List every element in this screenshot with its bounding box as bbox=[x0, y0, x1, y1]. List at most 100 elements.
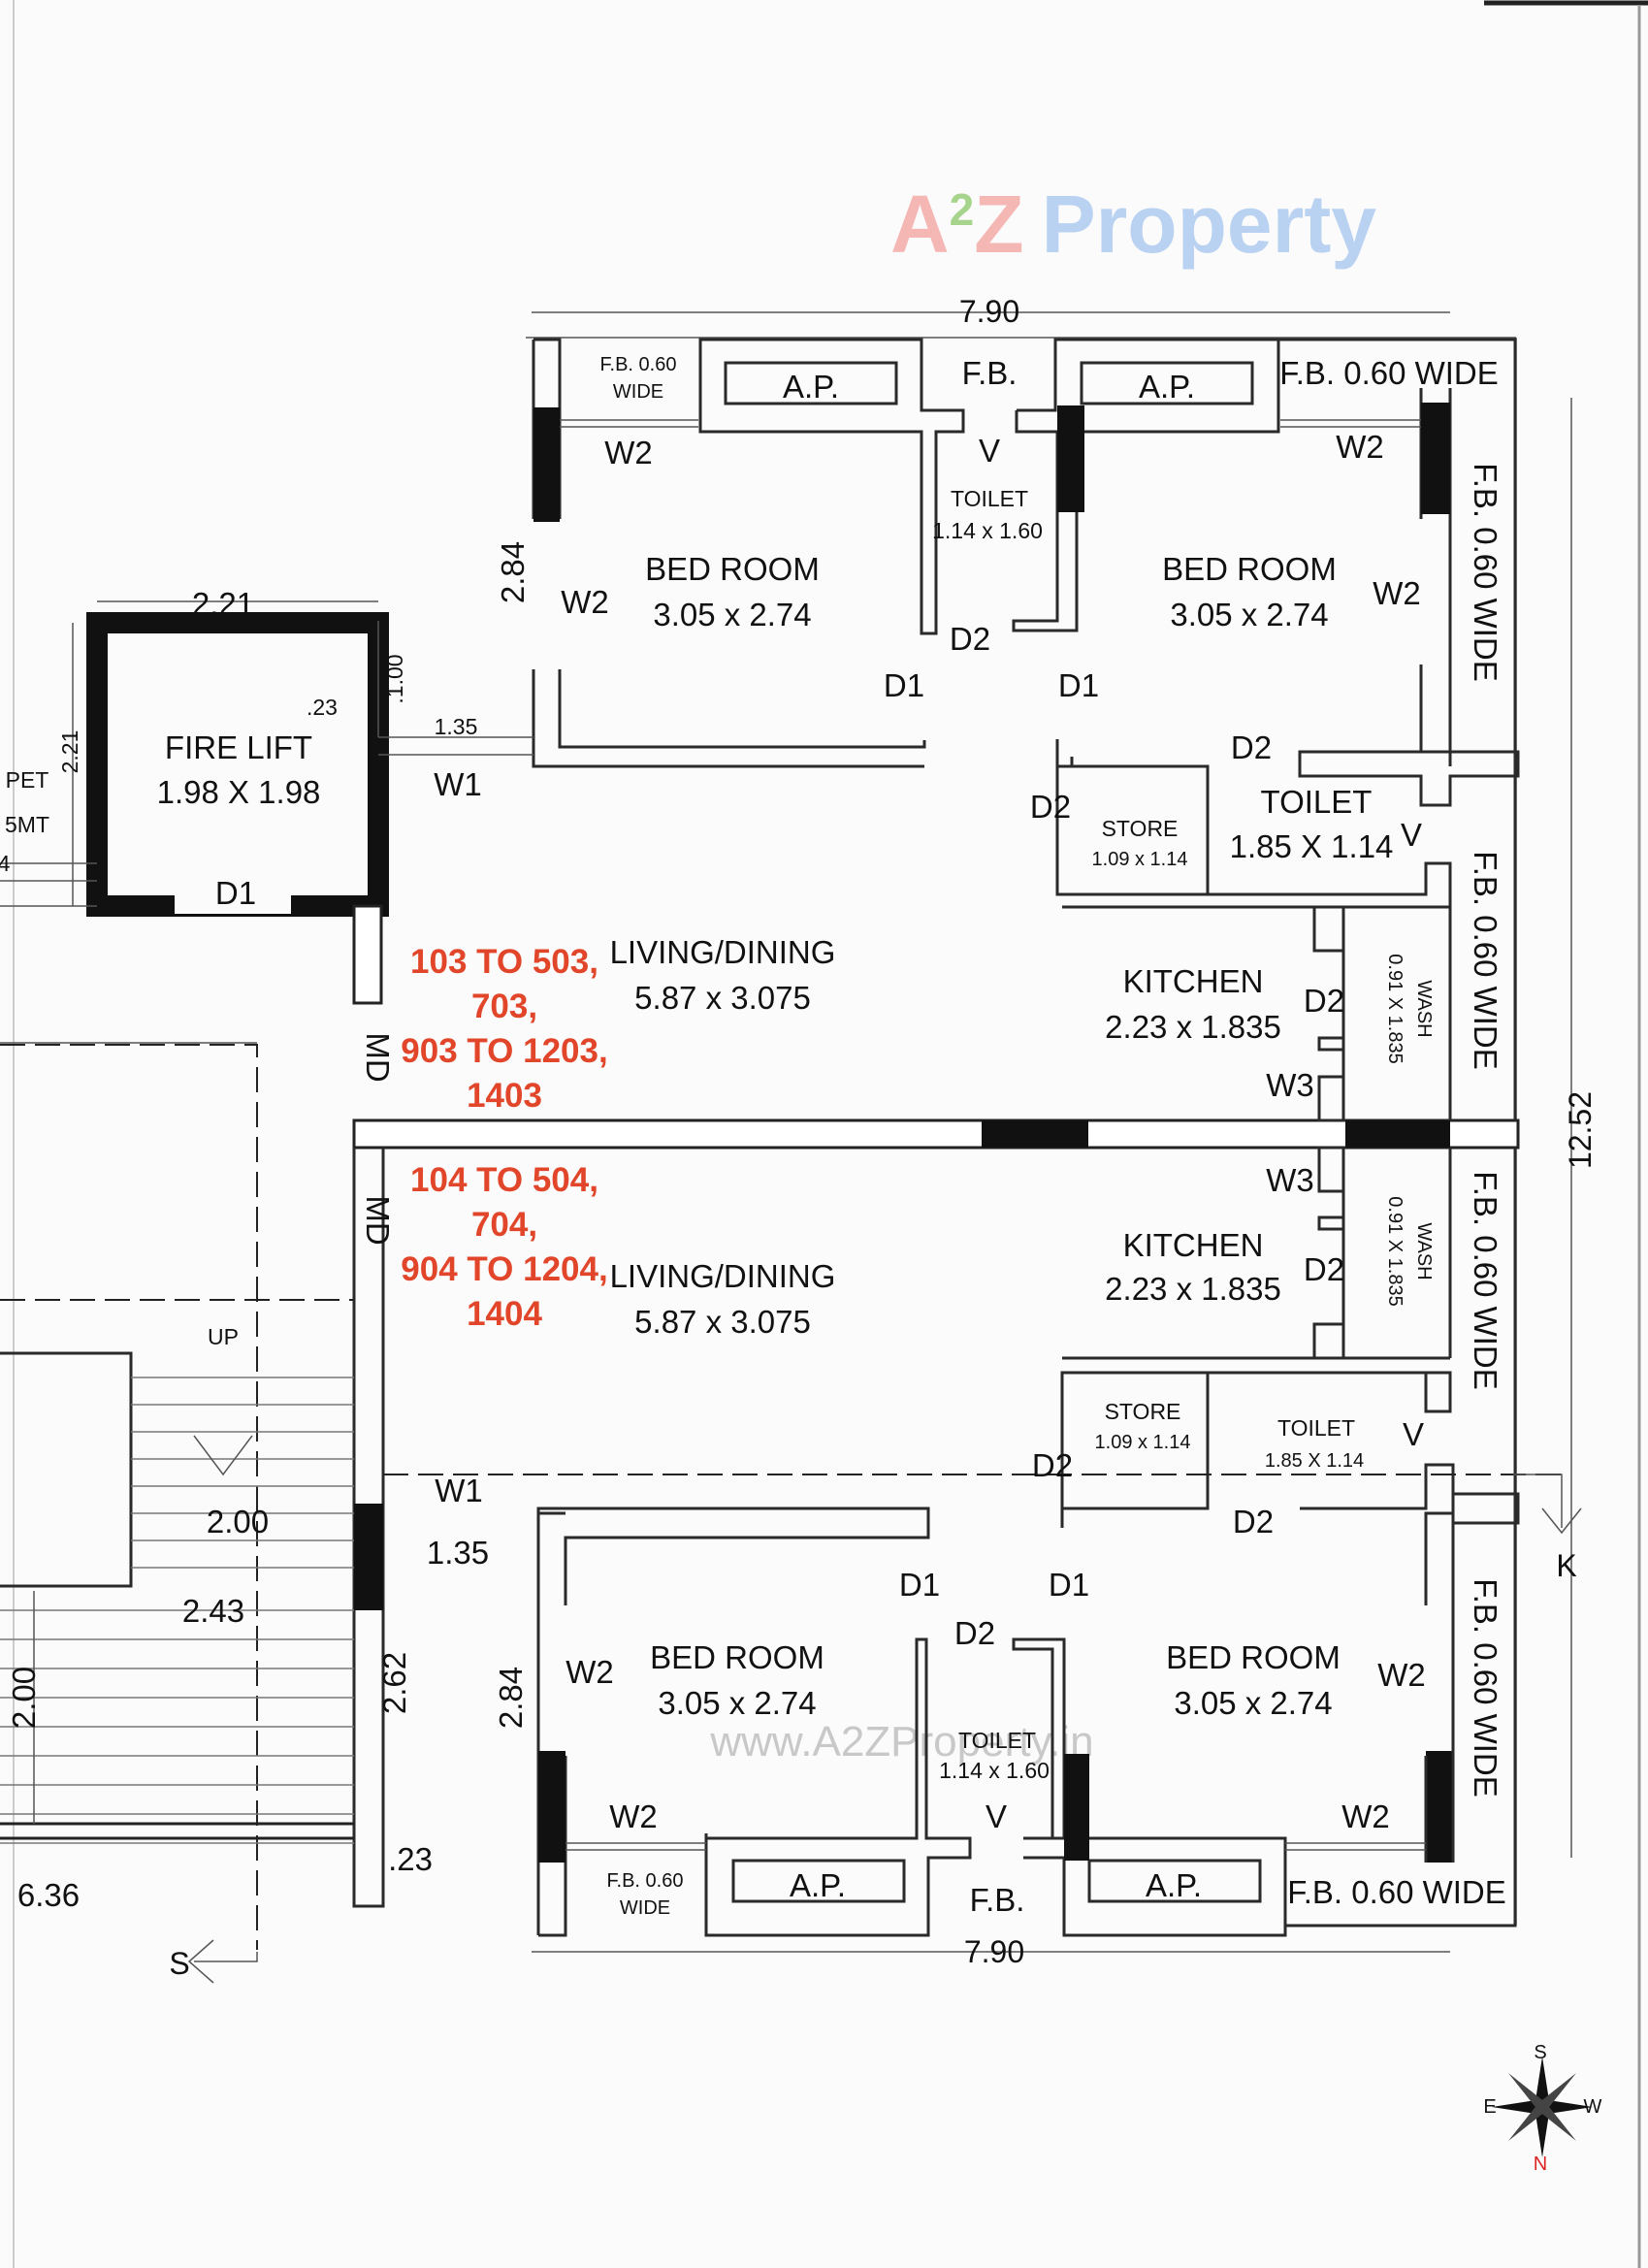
v-label-l1: V bbox=[1403, 1416, 1424, 1452]
toilet-big-u-name: TOILET bbox=[1261, 784, 1373, 820]
bed-right-l-size: 3.05 x 2.74 bbox=[1174, 1685, 1332, 1721]
unit-nums-u-2: 703, bbox=[471, 988, 537, 1025]
w1-u: W1 bbox=[434, 766, 482, 802]
unit-nums-l-3: 904 TO 1204, bbox=[401, 1250, 607, 1288]
d1-l2: D1 bbox=[1049, 1567, 1089, 1603]
wash-l-name: WASH bbox=[1413, 1222, 1435, 1280]
lift-width-dim: 2.21 bbox=[192, 586, 254, 622]
md-u: MD bbox=[360, 1032, 396, 1082]
d2-u2: D2 bbox=[1231, 729, 1272, 765]
wash-u-name: WASH bbox=[1413, 980, 1435, 1037]
bed-left-l-name: BED ROOM bbox=[650, 1639, 824, 1675]
toilet-small-l-size: 1.14 x 1.60 bbox=[939, 1758, 1050, 1783]
bed-right-l-name: BED ROOM bbox=[1166, 1639, 1341, 1675]
d1-u1: D1 bbox=[884, 667, 924, 703]
toilet-small-u-name: TOILET bbox=[951, 486, 1028, 511]
w2-l4: W2 bbox=[1341, 1798, 1390, 1834]
md-l: MD bbox=[360, 1195, 396, 1245]
d2-l2: D2 bbox=[1032, 1447, 1073, 1483]
w2-l3: W2 bbox=[609, 1798, 658, 1834]
dim-200: 2.00 bbox=[207, 1504, 269, 1539]
w2-u2: W2 bbox=[1336, 429, 1384, 465]
unit-nums-l-2: 704, bbox=[471, 1206, 537, 1244]
store-u-name: STORE bbox=[1102, 816, 1179, 841]
compass-n: N bbox=[1534, 2154, 1547, 2175]
unit-nums-u-4: 1403 bbox=[467, 1077, 542, 1115]
fb-label-bl2: WIDE bbox=[620, 1897, 670, 1919]
fire-lift-size: 1.98 X 1.98 bbox=[157, 774, 321, 810]
ap-label-br: A.P. bbox=[1146, 1867, 1202, 1903]
d2-u4: D2 bbox=[1304, 983, 1344, 1019]
living-l-name: LIVING/DINING bbox=[610, 1258, 836, 1294]
fb-wide-right-l1: F.B. 0.60 WIDE bbox=[1468, 1171, 1503, 1390]
fb-label-bottom: F.B. bbox=[970, 1882, 1025, 1918]
w2-l2: W2 bbox=[1377, 1657, 1426, 1693]
bed-right-u-size: 3.05 x 2.74 bbox=[1170, 597, 1328, 632]
d2-l1: D2 bbox=[1304, 1251, 1344, 1287]
d1-lift: D1 bbox=[215, 875, 256, 911]
dim-636: 6.36 bbox=[17, 1877, 80, 1913]
section-s-label: S bbox=[169, 1946, 189, 1981]
living-l-size: 5.87 x 3.075 bbox=[634, 1304, 811, 1340]
fb-label-tl1: F.B. 0.60 bbox=[600, 354, 677, 375]
bed-left-u-size: 3.05 x 2.74 bbox=[653, 597, 811, 632]
w3-u: W3 bbox=[1266, 1067, 1314, 1103]
wash-l-size: 0.91 X 1.835 bbox=[1384, 1196, 1406, 1306]
lower-flat bbox=[352, 1146, 1520, 1937]
four-label: 4 bbox=[0, 851, 11, 876]
d2-l4: D2 bbox=[954, 1615, 995, 1651]
fb-wide-right-u1: F.B. 0.60 WIDE bbox=[1468, 463, 1503, 682]
d2-l3: D2 bbox=[1233, 1504, 1274, 1539]
upper-flat bbox=[532, 338, 1520, 1122]
d1-u2: D1 bbox=[1058, 667, 1099, 703]
compass-icon bbox=[1492, 2057, 1593, 2157]
ap-label-tl: A.P. bbox=[783, 369, 839, 405]
kitchen-u-name: KITCHEN bbox=[1123, 963, 1264, 999]
dim-135-bottom: 1.35 bbox=[427, 1535, 489, 1571]
bed-left-u-name: BED ROOM bbox=[645, 551, 820, 587]
fb-wide-right-u2: F.B. 0.60 WIDE bbox=[1468, 851, 1503, 1070]
fb-wide-bottom: F.B. 0.60 WIDE bbox=[1287, 1874, 1506, 1910]
fire-lift-block bbox=[0, 600, 1562, 1950]
ap-label-tr: A.P. bbox=[1139, 369, 1195, 405]
section-s-marker bbox=[187, 1939, 258, 1984]
w2-l1: W2 bbox=[565, 1654, 614, 1690]
bed-right-u-name: BED ROOM bbox=[1162, 551, 1337, 587]
ap-label-bl: A.P. bbox=[790, 1867, 846, 1903]
dim-284-bottom: 2.84 bbox=[493, 1667, 529, 1729]
w1-l: W1 bbox=[435, 1473, 483, 1508]
d2-u3: D2 bbox=[1030, 789, 1071, 825]
top-width-dim: 7.90 bbox=[959, 294, 1019, 329]
compass-s: S bbox=[1534, 2042, 1546, 2063]
lift-height-dim: 2.21 bbox=[57, 730, 82, 774]
fb-label-bl1: F.B. 0.60 bbox=[607, 1870, 684, 1892]
toilet-big-l-name: TOILET bbox=[1277, 1415, 1355, 1441]
fb-label-top: F.B. bbox=[962, 355, 1018, 391]
dim-023-top: .23 bbox=[307, 695, 338, 720]
dim-135-top: 1.35 bbox=[435, 714, 478, 739]
dim-200v: 2.00 bbox=[6, 1667, 42, 1729]
w3-l: W3 bbox=[1266, 1162, 1314, 1198]
dim-100: .1.00 bbox=[382, 654, 407, 703]
unit-nums-u-3: 903 TO 1203, bbox=[401, 1032, 607, 1070]
v-label-l2: V bbox=[986, 1798, 1007, 1834]
dim-243: 2.43 bbox=[182, 1593, 244, 1629]
dim-284-top: 2.84 bbox=[495, 541, 531, 603]
fire-lift-name: FIRE LIFT bbox=[165, 729, 312, 765]
bottom-width-dim: 7.90 bbox=[964, 1934, 1024, 1969]
svg-text:A2ZProperty: A2ZProperty bbox=[890, 178, 1376, 270]
section-k-marker bbox=[1513, 1474, 1582, 1535]
unit-nums-u-1: 103 TO 503, bbox=[410, 943, 598, 981]
up-label: UP bbox=[208, 1324, 239, 1349]
w2-u1: W2 bbox=[604, 435, 653, 470]
kitchen-u-size: 2.23 x 1.835 bbox=[1105, 1009, 1281, 1045]
total-height-dim: 12.52 bbox=[1563, 1091, 1598, 1169]
section-k-label: K bbox=[1556, 1548, 1576, 1583]
unit-nums-l-4: 1404 bbox=[467, 1295, 542, 1333]
bed-left-l-size: 3.05 x 2.74 bbox=[658, 1685, 816, 1721]
store-u-size: 1.09 x 1.14 bbox=[1092, 849, 1188, 870]
party-wall bbox=[352, 1118, 1520, 1150]
v-label-u2: V bbox=[1401, 817, 1422, 853]
